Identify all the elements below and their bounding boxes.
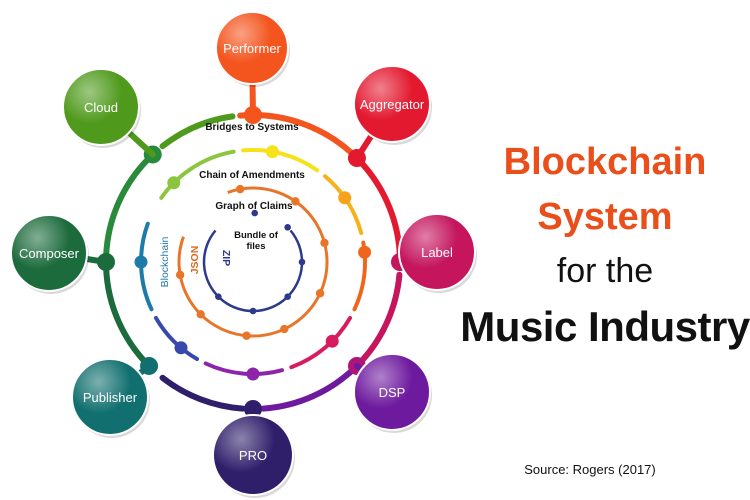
claims-ring-dot: [320, 238, 329, 248]
outer-ring-segment: [103, 155, 153, 260]
outer-ring-segment: [359, 271, 403, 364]
outer-ring-segment: [159, 113, 236, 150]
node-performer: Performer: [215, 11, 290, 87]
claims-ring-dot: [291, 197, 300, 206]
label-json: JSON: [189, 246, 201, 275]
outer-ring-segment: [103, 264, 156, 373]
label-zip: ZIP: [220, 250, 232, 266]
node-label: Composer: [19, 246, 80, 261]
node-label: Label: [398, 213, 477, 293]
node-cloud: Cloud: [62, 68, 141, 148]
amendments-ring-segment: [241, 147, 320, 173]
node-highlight: [63, 69, 139, 145]
rings-group: [97, 106, 409, 418]
node-highlight: [213, 415, 293, 495]
claims-ring-dot: [280, 324, 289, 334]
node-dsp: DSP: [353, 353, 432, 433]
node-highlight: [11, 215, 87, 291]
amendments-ring-ball: [265, 145, 279, 159]
bundle-ring-dot: [284, 224, 291, 231]
amendments-ring-ball: [358, 245, 372, 259]
node-label: Publisher: [83, 390, 138, 405]
node-composer: Composer: [10, 214, 89, 294]
label-bundle-of-files-line2: files: [246, 241, 265, 252]
label-chain-of-amendments: Chain of Amendments: [199, 170, 305, 181]
amendments-ring-ball: [167, 176, 181, 190]
node-label: Performer: [223, 41, 281, 56]
outer-ring-segment: [260, 364, 359, 412]
amendments-ring-ball: [246, 367, 260, 381]
node-highlight: [354, 354, 430, 430]
node-highlight: [216, 12, 288, 84]
source-note: Source: Rogers (2017): [524, 462, 656, 477]
claims-ring-dot: [315, 289, 325, 298]
claims-ring-dot: [175, 270, 185, 280]
title-line-2: System: [537, 196, 673, 238]
node-label: PRO: [239, 448, 267, 463]
outer-ring-segment: [159, 374, 246, 412]
claims-ring-dot: [242, 331, 251, 340]
amendments-ring-segment: [289, 316, 352, 370]
bundle-ring-dot: [284, 293, 291, 300]
node-highlight: [354, 66, 430, 142]
amendments-ring-ball: [338, 191, 352, 205]
node-publisher: Publisher: [71, 358, 150, 438]
claims-ring-dot: [235, 184, 245, 194]
title-line-3: for the: [556, 252, 654, 290]
node-label: DSP: [379, 385, 406, 400]
claims-ring: [177, 186, 329, 338]
bundle-ring-dot: [249, 307, 257, 315]
node-aggregator: Aggregator: [353, 65, 432, 145]
node-highlight: [72, 359, 148, 435]
label-graph-of-claims: Graph of Claims: [215, 201, 293, 212]
node-pro: PRO: [212, 414, 295, 498]
amendments-ring-segment: [203, 361, 284, 376]
node-label: Aggregator: [360, 97, 425, 112]
title-line-1: Blockchain: [503, 141, 707, 183]
node-highlight: [399, 214, 475, 290]
amendments-ring-ball: [325, 334, 339, 348]
node-label: Label: [421, 245, 453, 260]
amendments-ring-ball: [134, 255, 148, 269]
bundle-ring-dot: [298, 258, 306, 266]
label-bundle-of-files-line1: Bundle of: [234, 230, 279, 241]
node-label: Cloud: [84, 100, 118, 115]
bundle-ring-dot: [251, 209, 259, 217]
bundle-ring-dot: [215, 293, 222, 300]
label-blockchain: Blockchain: [159, 236, 171, 287]
amendments-ring-segment: [154, 316, 199, 361]
claims-ring-dot: [196, 310, 205, 319]
title-line-4: Music Industry: [460, 303, 750, 350]
amendments-ring-ball: [174, 341, 188, 355]
amendments-ring-segment: [159, 149, 236, 200]
amendments-ring-segment: [323, 174, 364, 235]
label-bridges-to-systems: Bridges to Systems: [205, 122, 299, 133]
